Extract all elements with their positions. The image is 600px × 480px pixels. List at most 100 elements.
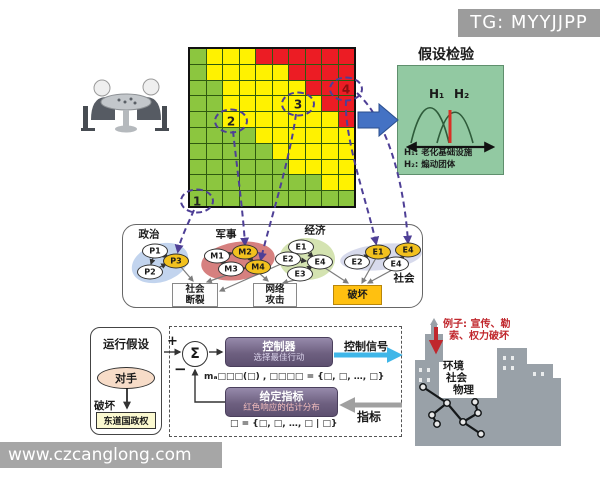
grid-cell [305, 112, 321, 127]
grid-cell [223, 96, 239, 112]
grid-cell [190, 175, 206, 191]
grid-cell [338, 49, 354, 64]
operating-hypothesis-panel: 运行假设 对手 破坏 东道国政权 [90, 327, 162, 435]
grid-cell [338, 64, 354, 80]
sabotage-box: 破坏 [333, 285, 382, 305]
callout-2: 2 [214, 108, 248, 134]
example-line1: 例子: 宣传、勒 [443, 319, 511, 330]
grid-cell [206, 128, 222, 143]
grid-cell [239, 80, 255, 96]
grid-cell [305, 175, 321, 191]
example-red-text: 例子: 宣传、勒 索、权力破坏 [443, 319, 515, 342]
h2-curve-label: H₂ [454, 87, 470, 101]
h2-legend: H₂: 煽动团体 [404, 160, 456, 170]
grid-cell [305, 159, 321, 175]
grid-cell [256, 191, 272, 206]
grid-cell [256, 80, 272, 96]
grid-cell [272, 128, 288, 143]
hypothesis-curves [405, 107, 496, 153]
action-set-formula: mₐ□□□(□) , □□□□ = {□, □, …, □} [204, 372, 385, 382]
players-at-table-icon [81, 78, 169, 133]
grid-cell [272, 112, 288, 127]
cyber-attack-line2: 攻击 [265, 295, 285, 306]
city-windows [419, 356, 544, 382]
node-soc-e2: E2 [344, 254, 370, 270]
grid-cell [305, 128, 321, 143]
node-e3: E3 [287, 266, 313, 282]
grid-cell [256, 159, 272, 175]
callout-4: 4 [329, 76, 363, 102]
grid-cell [206, 175, 222, 191]
sabotage-box-label: 破坏 [347, 289, 368, 301]
grid-cell [305, 80, 321, 96]
grid-cell [338, 143, 354, 159]
example-line2: 索、权力破坏 [449, 330, 509, 342]
city-buildings [415, 318, 561, 446]
node-to-box-links [180, 257, 393, 292]
grid-cell [322, 143, 338, 159]
social-fracture-box: 社会 断裂 [172, 283, 218, 307]
grid-cell [289, 64, 305, 80]
grid-cell [206, 49, 222, 64]
control-system-frame [169, 326, 402, 437]
grid-cell [206, 64, 222, 80]
indicator-box: 给定指标 红色响应的估计分布 [225, 387, 338, 417]
grid-cell [206, 143, 222, 159]
grid-cell [223, 143, 239, 159]
military-label: 军事 [215, 228, 237, 241]
grid-cell [322, 112, 338, 127]
h1-legend: H₁: 老化基础设施 [404, 148, 473, 158]
node-p2: P2 [137, 264, 163, 280]
grid-cell [289, 128, 305, 143]
grid-cell [322, 175, 338, 191]
watermark: www.czcanglong.com [0, 442, 222, 468]
grid-cell [256, 96, 272, 112]
society-layer-label: 社会 [446, 372, 467, 384]
grid-cell [338, 191, 354, 206]
callout-dashed-arrows [174, 92, 413, 262]
plus-sign: + [167, 334, 178, 349]
grid-cell [190, 128, 206, 143]
grid-cell [190, 159, 206, 175]
grid-cell [322, 96, 338, 112]
grid-cell [223, 64, 239, 80]
grid-cell [256, 64, 272, 80]
grid-cell [239, 64, 255, 80]
node-m2-highlight: M2 [232, 244, 258, 260]
summation-node: Σ [182, 341, 208, 367]
node-p3-highlight: P3 [163, 253, 189, 269]
indicator-label: 指标 [357, 410, 382, 424]
controller-title: 控制器 [262, 340, 296, 353]
grid-cell [239, 175, 255, 191]
grid-cell [289, 143, 305, 159]
control-signal-label: 控制信号 [344, 340, 388, 353]
host-regime-box: 东道国政权 [96, 412, 156, 429]
grid-cell [206, 96, 222, 112]
city-silhouette [415, 318, 561, 446]
grid-cell [206, 159, 222, 175]
grid-cell [190, 64, 206, 80]
grid-cell [239, 49, 255, 64]
grid-cell [305, 64, 321, 80]
grid-cell [223, 175, 239, 191]
society-label: 社会 [393, 272, 415, 285]
grid-cell [256, 143, 272, 159]
physical-layer-label: 物理 [453, 384, 474, 396]
grid-cell [338, 159, 354, 175]
grid-cell [223, 159, 239, 175]
node-soc-e4-highlight: E4 [395, 242, 421, 258]
grid-cell [338, 175, 354, 191]
grid-cell [322, 128, 338, 143]
social-fracture-line2: 断裂 [185, 295, 205, 306]
social-fracture-line1: 社会 [185, 284, 205, 295]
minus-sign: − [174, 360, 187, 378]
grid-cell [239, 143, 255, 159]
indicator-subtitle: 红色响应的估计分布 [243, 403, 320, 413]
grid-cell [256, 49, 272, 64]
grid-cell [322, 64, 338, 80]
grid-cell [206, 80, 222, 96]
grid-cell [289, 175, 305, 191]
grid-cell [338, 112, 354, 127]
operating-hypothesis-title: 运行假设 [103, 337, 149, 351]
